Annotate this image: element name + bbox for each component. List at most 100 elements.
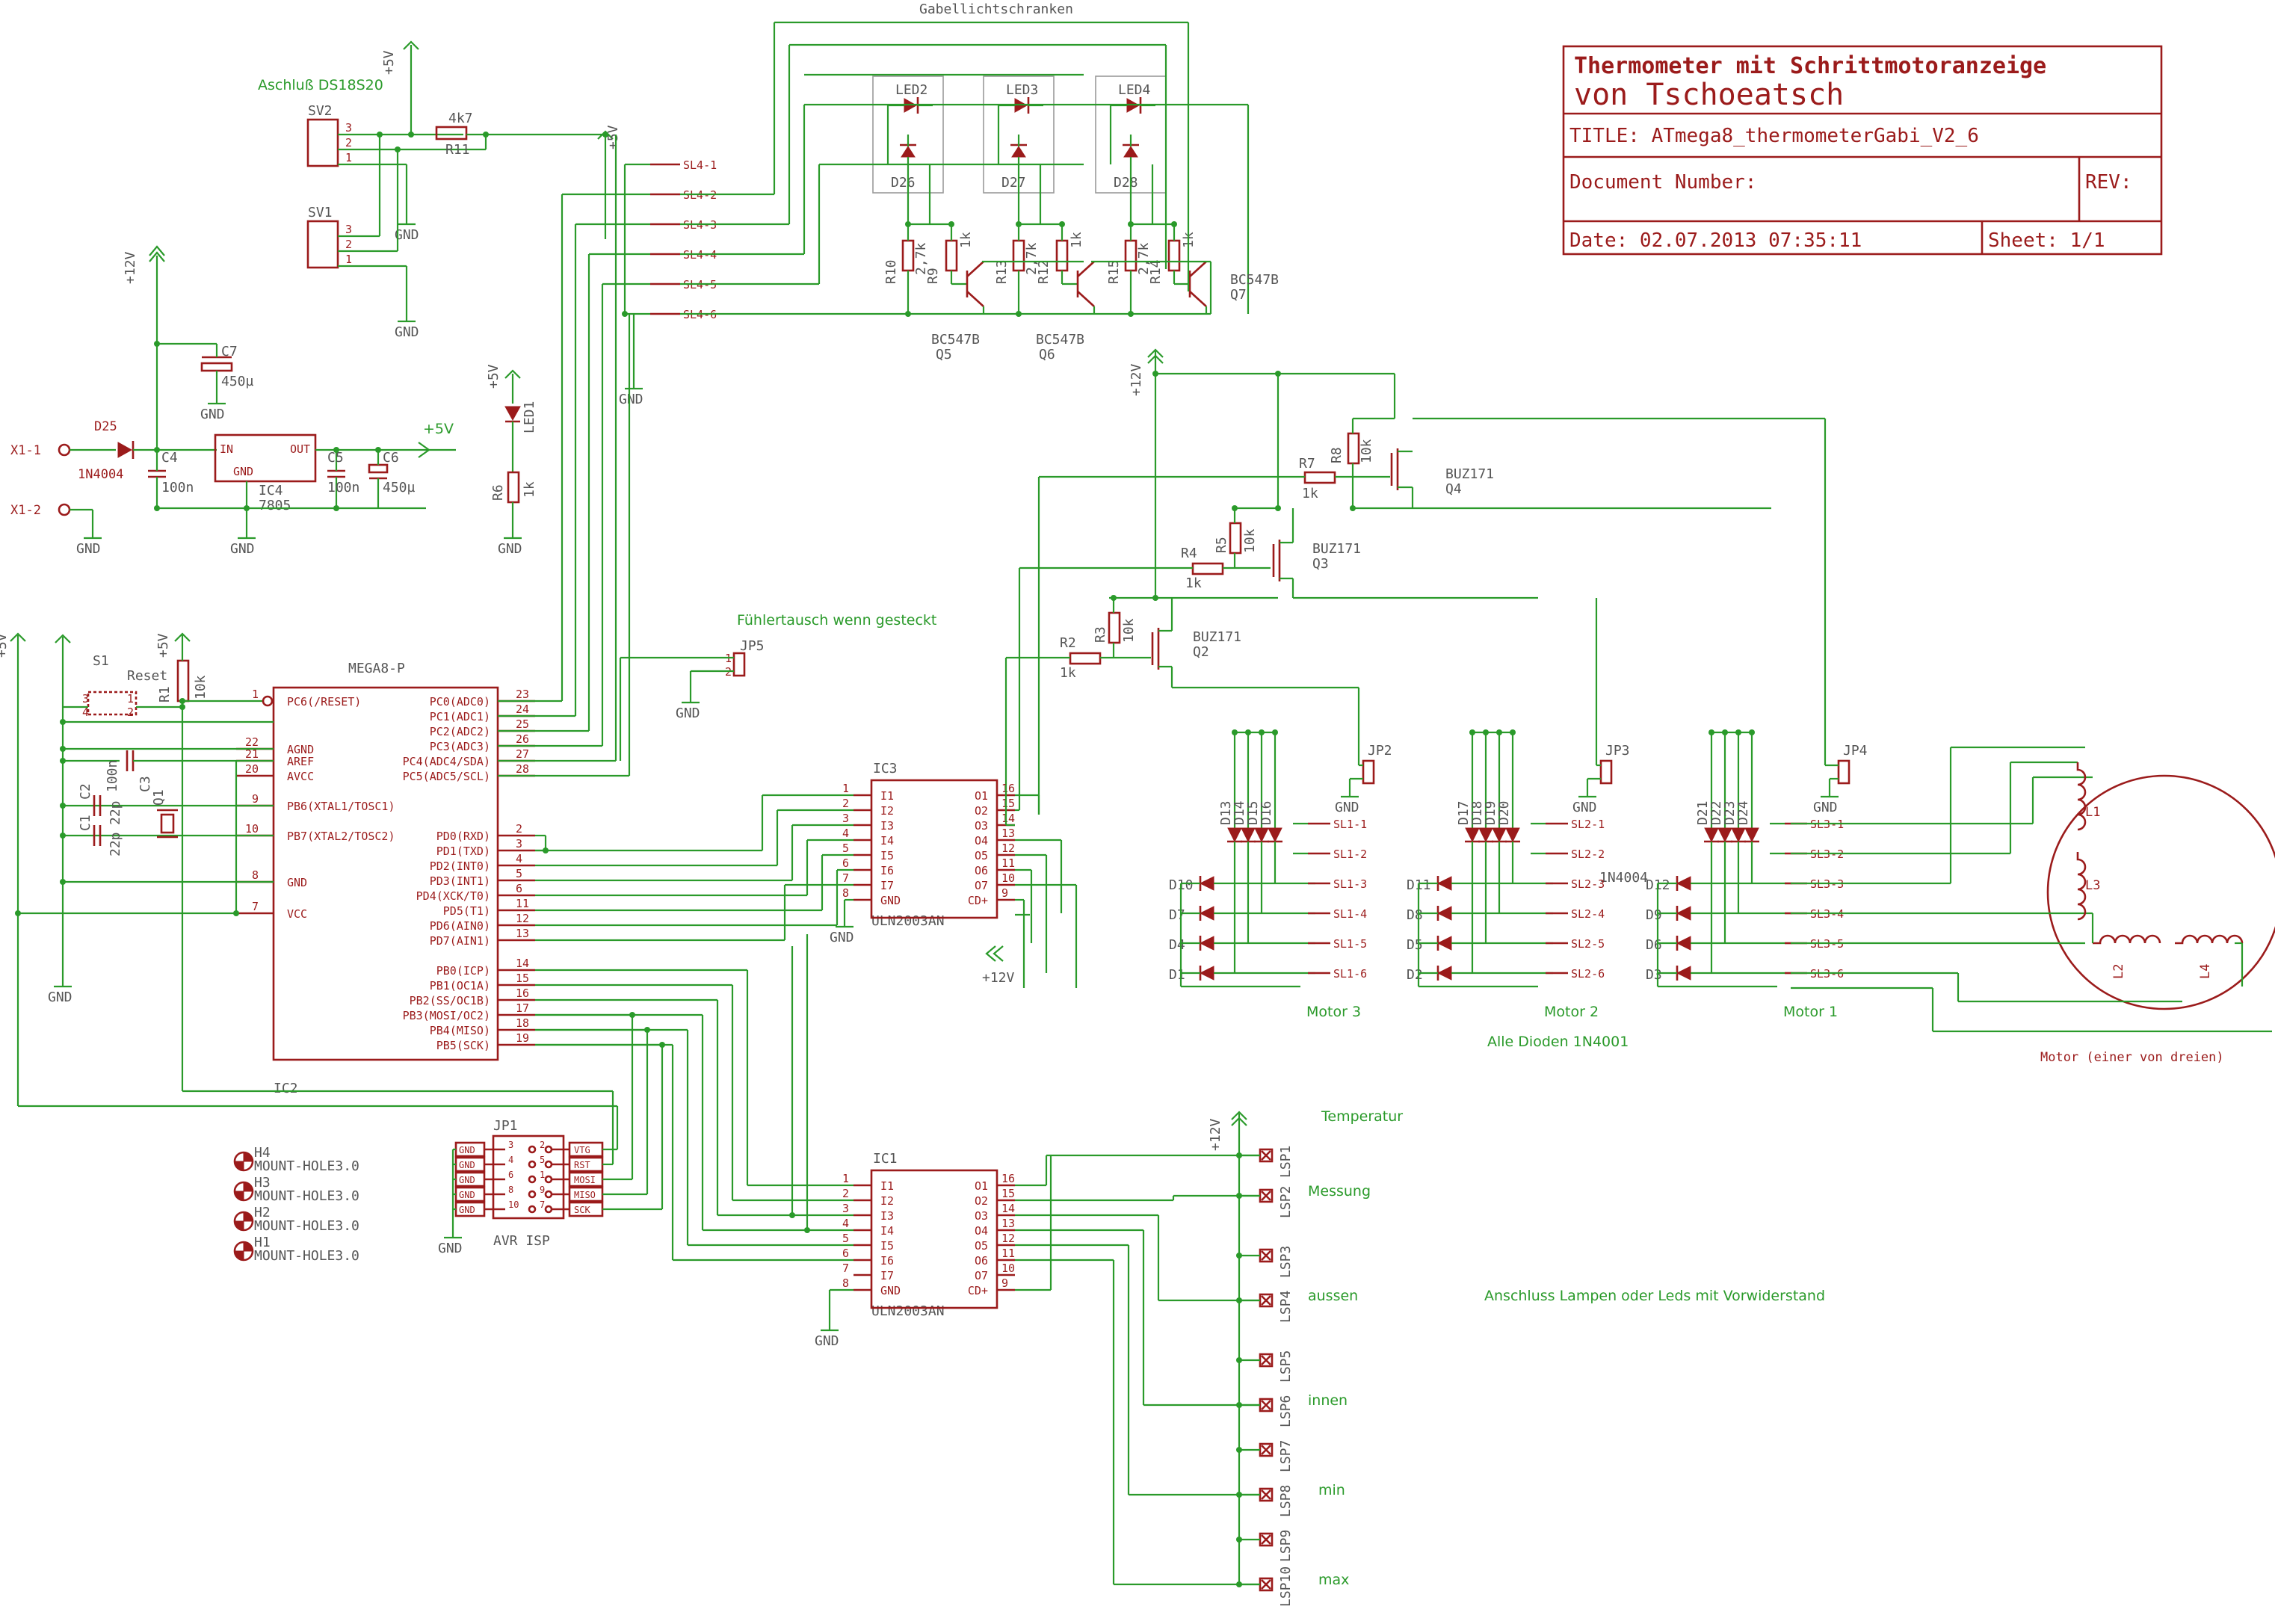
c5-label: C5 xyxy=(327,450,344,466)
gnd-mcu: GND xyxy=(48,989,72,1005)
diode-icon xyxy=(1704,827,1719,843)
c2-value: 22p xyxy=(108,800,123,825)
mcu-pin-label: PC2(ADC2) xyxy=(430,725,490,738)
mount-hole-fill xyxy=(243,1152,253,1162)
ic3-out-label: O3 xyxy=(975,819,988,833)
diode-label: D23 xyxy=(1722,800,1738,825)
q2-label: Q2 xyxy=(1193,644,1209,660)
gnd-isp: GND xyxy=(438,1241,463,1256)
gnd-jp4: GND xyxy=(1813,800,1838,815)
diode-icon xyxy=(1268,827,1282,843)
mcu-pin-label: PC4(ADC4/SDA) xyxy=(403,755,490,768)
diode-icon xyxy=(1199,906,1214,921)
mcu-pin-num: 3 xyxy=(516,837,522,850)
lamp-connector-label: LSP6 xyxy=(1278,1395,1294,1427)
mcu-pin-num: 2 xyxy=(516,822,522,836)
c7-label: C7 xyxy=(221,344,238,359)
gnd-sl4: GND xyxy=(619,392,643,407)
rev-field: REV: xyxy=(2085,171,2132,194)
mcu-pin-num: 7 xyxy=(252,900,259,913)
ic3-body xyxy=(870,779,998,919)
isp-name: AVR ISP xyxy=(493,1233,550,1249)
mount-hole-fill xyxy=(234,1250,244,1261)
ic3-in-num: 8 xyxy=(842,886,849,900)
isp-pin-num: 3 xyxy=(508,1140,513,1150)
svg-text:3: 3 xyxy=(345,121,352,135)
ic3-out-num: 11 xyxy=(1001,856,1015,870)
motor-diodes: Motor 3 Motor 2 Motor 1 Alle Dioden 1N40… xyxy=(1169,729,1844,1050)
mcu-pin-num: 17 xyxy=(516,1001,529,1015)
diode-label: D5 xyxy=(1407,937,1423,953)
resistor xyxy=(1124,239,1138,272)
gnd-sv2: GND xyxy=(395,227,419,243)
ic1-out-num: 13 xyxy=(1001,1217,1015,1230)
mount-hole-ref: H2 xyxy=(254,1205,271,1220)
isp-gnd-label: GND xyxy=(459,1160,475,1170)
mcu-name: MEGA8-P xyxy=(348,661,405,676)
gnd-sv1: GND xyxy=(395,324,419,340)
ic1-in-num: 7 xyxy=(842,1262,849,1275)
gnd-ic3: GND xyxy=(830,930,854,945)
diode-icon xyxy=(1465,827,1480,843)
mcu-pin-num: 19 xyxy=(516,1031,529,1045)
lamp-connector-label: LSP1 xyxy=(1278,1146,1294,1178)
led-label: LED4 xyxy=(1118,82,1150,98)
isp-pin-num: 4 xyxy=(508,1155,513,1165)
r6-label: R6 xyxy=(490,484,506,501)
mcu-pin-num: 27 xyxy=(516,747,529,761)
isp-pin xyxy=(528,1205,537,1214)
c5-value: 100n xyxy=(327,480,359,495)
diode-icon xyxy=(1505,827,1520,843)
mount-hole-ref: H4 xyxy=(254,1145,271,1161)
diode-icon xyxy=(1744,827,1759,843)
ic3-out-label: CD+ xyxy=(968,894,988,907)
diode-label: D16 xyxy=(1259,800,1274,825)
mcu-pin-label: PB2(SS/OC1B) xyxy=(410,994,490,1007)
ic3-out-num: 13 xyxy=(1001,827,1015,840)
ic1-out-label: O7 xyxy=(975,1269,988,1282)
ic3-in-label: I1 xyxy=(880,789,894,803)
dioden-note: Alle Dioden 1N4001 xyxy=(1487,1034,1629,1050)
resistor-label: R12 xyxy=(1036,259,1052,284)
photodiode-label: D26 xyxy=(891,175,916,191)
mcu-pin-num: 11 xyxy=(516,897,529,910)
resistor-value: 2,7k xyxy=(1024,242,1040,275)
ic3-part: ULN2003AN xyxy=(871,913,945,929)
power-supply: X1-1 X1-2 D25 1N4004 +12V C7 450µ GND C4… xyxy=(10,245,456,557)
q6-ref: BC547B xyxy=(1036,332,1084,348)
ic1-in-label: I3 xyxy=(880,1209,894,1223)
sl-pin-label: SL2-3 xyxy=(1571,877,1605,891)
mcu-pin-label: PB7(XTAL2/TOSC2) xyxy=(287,830,395,843)
ic3-out-label: O7 xyxy=(975,879,988,892)
mcu-pin-label: PB1(OC1A) xyxy=(430,979,490,992)
diode-label: D21 xyxy=(1695,800,1711,825)
jp2-label: JP2 xyxy=(1368,743,1392,759)
sl-pin-label: SL1-2 xyxy=(1333,847,1367,861)
mount-holes: H4MOUNT-HOLE3.0H3MOUNT-HOLE3.0H2MOUNT-HO… xyxy=(233,1145,359,1264)
mcu-pin-num: 23 xyxy=(516,688,529,701)
svg-text:3: 3 xyxy=(82,692,89,706)
isp-gnd-label: GND xyxy=(459,1175,475,1185)
r11-label: R11 xyxy=(445,142,470,158)
diode-icon xyxy=(1676,936,1691,951)
gnd-x1: GND xyxy=(76,541,101,557)
mcu-pin-label: PD5(T1) xyxy=(443,904,490,918)
jumpers: Fühlertausch wenn gesteckt JP5 12 GND JP… xyxy=(619,419,1868,815)
diode-icon xyxy=(1676,966,1691,981)
isp-pin xyxy=(544,1205,553,1214)
title-line1: Thermometer mit Schrittmotoranzeige xyxy=(1574,53,2046,79)
q3-label: Q3 xyxy=(1312,556,1329,572)
v5-out-label: +5V xyxy=(423,421,454,437)
title-block: Thermometer mit Schrittmotoranzeige von … xyxy=(1562,45,2163,256)
ic3-in-num: 1 xyxy=(842,782,849,795)
ic4-in: IN xyxy=(220,442,233,456)
q4-ref: BUZ171 xyxy=(1445,466,1494,482)
resistor-value: 1k xyxy=(958,232,974,248)
mount-hole-label: MOUNT-HOLE3.0 xyxy=(254,1188,359,1204)
svg-text:2: 2 xyxy=(127,706,134,719)
mount-hole-label: MOUNT-HOLE3.0 xyxy=(254,1248,359,1264)
mcu-pin-label: AREF xyxy=(287,755,314,768)
reset-label: Reset xyxy=(127,668,167,684)
lamp-connector-label: LSP9 xyxy=(1278,1530,1294,1562)
r11-value: 4k7 xyxy=(448,111,473,126)
